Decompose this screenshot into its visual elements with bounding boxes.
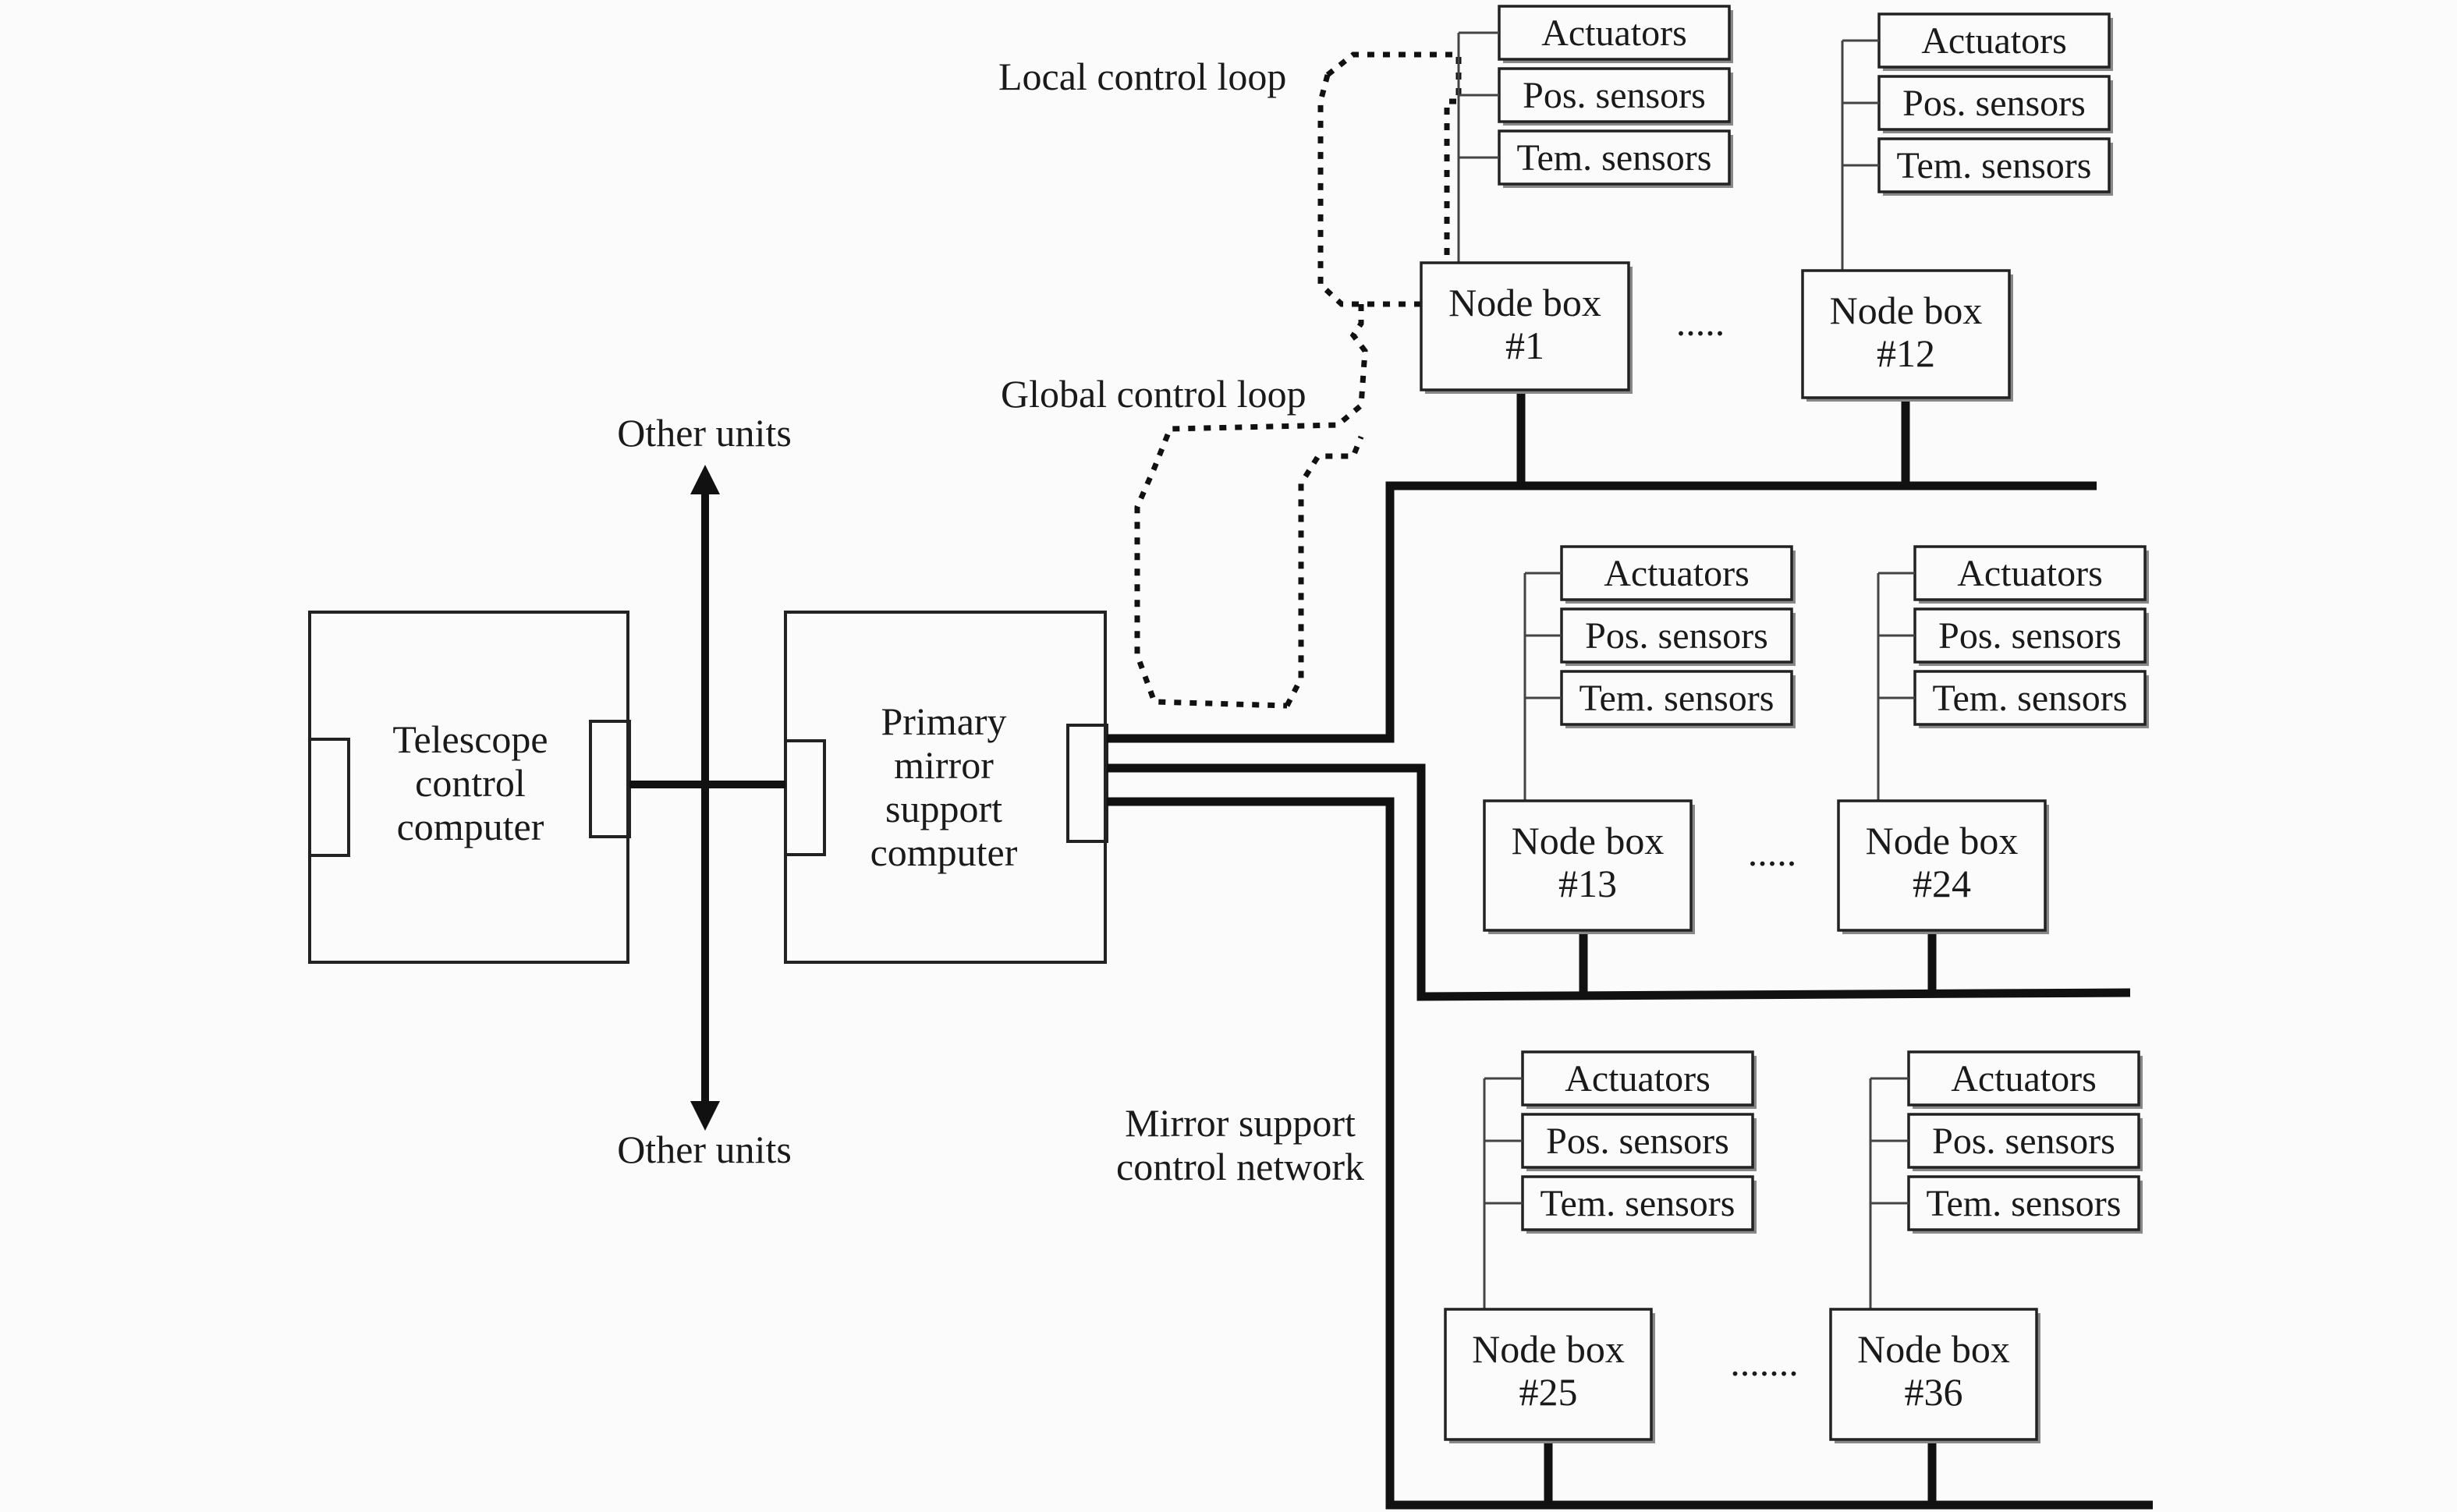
tem-label: Tem. sensors bbox=[1517, 137, 1712, 179]
actuators-label: Actuators bbox=[1541, 12, 1687, 54]
node-box-number: #25 bbox=[1519, 1370, 1578, 1414]
node-box-name: Node box bbox=[1472, 1327, 1625, 1371]
pos-label: Pos. sensors bbox=[1546, 1121, 1729, 1162]
node-box: Node box#25 bbox=[1444, 1308, 1655, 1443]
primary-label-1: Primary bbox=[881, 699, 1006, 743]
tem-label: Tem. sensors bbox=[1927, 1183, 2122, 1224]
tem-box: Tem. sensors bbox=[1842, 137, 2113, 196]
other-units-top-label: Other units bbox=[617, 411, 792, 455]
tem-box: Tem. sensors bbox=[1525, 670, 1796, 728]
tem-label: Tem. sensors bbox=[1580, 678, 1774, 719]
bus-top bbox=[1107, 481, 2097, 743]
actuators-label: Actuators bbox=[1951, 1058, 2097, 1099]
node-box: Node box#13 bbox=[1483, 799, 1695, 934]
bus-middle bbox=[1107, 763, 2131, 1001]
actuators-box: Actuators bbox=[1878, 545, 2149, 604]
arrow-down-icon bbox=[690, 1101, 720, 1131]
tem-box: Tem. sensors bbox=[1484, 1175, 1757, 1234]
network-label-2: control network bbox=[1116, 1145, 1364, 1188]
ellipsis-row-1: ..... bbox=[1676, 300, 1725, 344]
pos-box: Pos. sensors bbox=[1878, 607, 2149, 666]
primary-label-3: support bbox=[885, 787, 1002, 830]
primary-label-4: computer bbox=[870, 830, 1018, 874]
pos-box: Pos. sensors bbox=[1870, 1113, 2143, 1171]
node-box: Node box#12 bbox=[1801, 269, 2013, 402]
node-box-name: Node box bbox=[1448, 281, 1601, 324]
node-box-number: #1 bbox=[1505, 324, 1544, 367]
computer-link: Other units Other units bbox=[617, 411, 792, 1171]
primary-label-2: mirror bbox=[894, 743, 994, 787]
ellipsis-row-3: ....... bbox=[1730, 1340, 1799, 1384]
pos-box: Pos. sensors bbox=[1525, 607, 1796, 666]
control-loops: Local control loop Global control loop bbox=[998, 51, 1462, 709]
node-box-name: Node box bbox=[1866, 819, 2019, 862]
node-box-name: Node box bbox=[1830, 289, 1983, 332]
actuators-box: Actuators bbox=[1842, 12, 2113, 71]
pos-box: Pos. sensors bbox=[1842, 75, 2113, 133]
pos-box: Pos. sensors bbox=[1484, 1113, 1757, 1171]
actuators-box: Actuators bbox=[1459, 5, 1733, 63]
telescope-label-1: Telescope bbox=[392, 717, 548, 761]
local-loop-path bbox=[1325, 51, 1462, 261]
actuators-label: Actuators bbox=[1957, 553, 2103, 594]
node-box: Node box#36 bbox=[1829, 1308, 2040, 1443]
telescope-label-2: control bbox=[415, 761, 526, 805]
pos-label: Pos. sensors bbox=[1932, 1121, 2115, 1162]
pos-box: Pos. sensors bbox=[1459, 67, 1733, 126]
arrow-up-icon bbox=[690, 465, 720, 494]
primary-right-port bbox=[1066, 724, 1108, 843]
control-network-buses: Mirror support control network bbox=[1107, 390, 2153, 1510]
node-box-name: Node box bbox=[1857, 1327, 2010, 1371]
node-box-number: #24 bbox=[1913, 862, 1971, 905]
telescope-left-port bbox=[308, 738, 350, 857]
global-loop-path bbox=[1134, 304, 1368, 709]
node-box-name: Node box bbox=[1512, 819, 1665, 862]
local-loop-label: Local control loop bbox=[998, 55, 1286, 98]
node-box: Node box#24 bbox=[1837, 799, 2049, 934]
node-box-number: #36 bbox=[1905, 1370, 1963, 1414]
telescope-control-computer: Telescope control computer bbox=[308, 611, 631, 964]
tem-label: Tem. sensors bbox=[1933, 678, 2128, 719]
tem-box: Tem. sensors bbox=[1878, 670, 2149, 728]
primary-left-port bbox=[784, 739, 826, 856]
actuators-label: Actuators bbox=[1921, 20, 2067, 62]
telescope-label-3: computer bbox=[397, 805, 544, 848]
actuators-box: Actuators bbox=[1870, 1050, 2143, 1109]
actuators-label: Actuators bbox=[1565, 1058, 1711, 1099]
bus-bottom bbox=[1107, 797, 2153, 1510]
pos-label: Pos. sensors bbox=[1938, 615, 2122, 657]
tem-box: Tem. sensors bbox=[1459, 129, 1733, 188]
pos-label: Pos. sensors bbox=[1585, 615, 1768, 657]
actuators-box: Actuators bbox=[1484, 1050, 1757, 1109]
actuators-box: Actuators bbox=[1525, 545, 1796, 604]
primary-mirror-support-computer: Primary mirror support computer bbox=[784, 611, 1108, 964]
other-units-bottom-label: Other units bbox=[617, 1128, 792, 1171]
node-box-number: #12 bbox=[1877, 331, 1935, 375]
telescope-right-port bbox=[589, 720, 631, 838]
pos-label: Pos. sensors bbox=[1523, 75, 1706, 116]
ellipsis-row-2: ..... bbox=[1748, 830, 1797, 874]
tem-label: Tem. sensors bbox=[1897, 145, 2092, 186]
node-box-number: #13 bbox=[1558, 862, 1617, 905]
local-loop-path-left bbox=[1317, 74, 1426, 307]
actuators-label: Actuators bbox=[1604, 553, 1750, 594]
tem-box: Tem. sensors bbox=[1870, 1175, 2143, 1234]
pos-label: Pos. sensors bbox=[1902, 83, 2086, 124]
network-label-1: Mirror support bbox=[1125, 1101, 1356, 1145]
global-loop-path-inner bbox=[1284, 435, 1364, 707]
tem-label: Tem. sensors bbox=[1540, 1183, 1736, 1224]
node-box: Node box#1 bbox=[1420, 261, 1633, 394]
global-loop-label: Global control loop bbox=[1001, 372, 1306, 416]
